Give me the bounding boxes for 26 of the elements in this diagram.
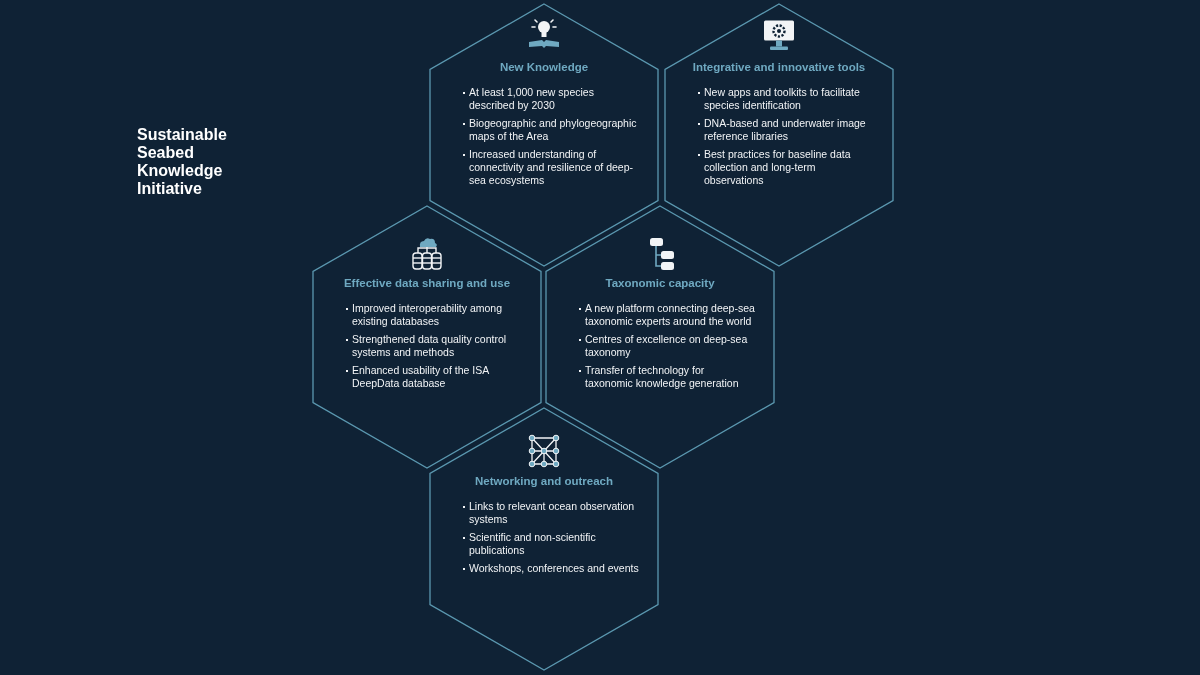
section-heading: New Knowledge (499, 60, 589, 74)
section-heading: Integrative and innovative tools (692, 60, 866, 74)
list-item: Strengthened data quality control systems and methods (346, 333, 522, 359)
section-heading: Networking and outreach (475, 474, 613, 488)
list-item: Workshops, conferences and events (463, 562, 639, 575)
list-item: Transfer of technology for taxonomic knowledge generation (579, 364, 755, 390)
list-item: DNA-based and underwater image reference libraries (698, 117, 874, 143)
hexagon-panel (545, 205, 775, 469)
list-item: Biogeographic and phylogeographic maps of the Area (463, 117, 639, 143)
list-item: Scientific and non-scientific publications (463, 531, 639, 557)
hexagon-panel (664, 3, 894, 267)
list-item: At least 1,000 new species described by 2030 (463, 86, 639, 112)
section-heading: Taxonomic capacity (605, 276, 715, 290)
list-item: Enhanced usability of the ISA DeepData database (346, 364, 522, 390)
list-item: Improved interoperability among existing databases (346, 302, 522, 328)
list-item: New apps and toolkits to facilitate species identification (698, 86, 874, 112)
hexagon-panel (312, 205, 542, 469)
title: Sustainable Seabed Knowledge Initiative (137, 126, 228, 198)
list-item: Increased understanding of connectivity and resilience of deep-sea ecosystems (463, 148, 639, 187)
list-item: Best practices for baseline data collection and long-term observations (698, 148, 874, 187)
list-item: Centres of excellence on deep-sea taxonomy (579, 333, 755, 359)
list-item: A new platform connecting deep-sea taxonomic experts around the world (579, 302, 755, 328)
section-heading: Effective data sharing and use (343, 276, 511, 290)
list-item: Links to relevant ocean observation systems (463, 500, 639, 526)
hexagon-panel (429, 3, 659, 267)
hexagon-panel (429, 407, 659, 671)
